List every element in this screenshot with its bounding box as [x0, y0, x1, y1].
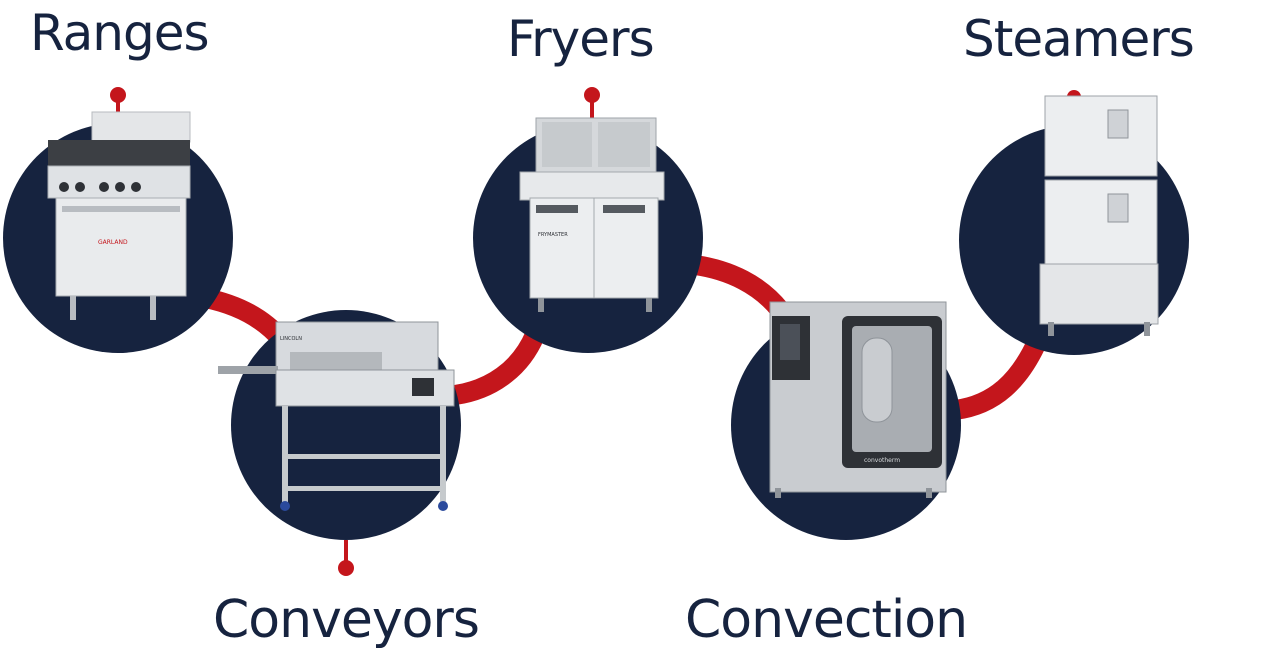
conveyor-image: LINCOLN: [218, 321, 455, 511]
pin-conveyors: [338, 540, 354, 576]
range-image: GARLAND: [47, 111, 191, 320]
label-convection: Convection: [685, 590, 968, 650]
label-conveyors: Conveyors: [213, 590, 480, 650]
connector-conveyors-fryers: [453, 330, 545, 405]
oven-brand-text: convotherm: [864, 457, 900, 464]
label-steamers: Steamers: [963, 10, 1195, 68]
range-brand-text: GARLAND: [98, 239, 128, 246]
label-fryers: Fryers: [507, 10, 655, 68]
connector-convection-steamers: [953, 335, 1048, 420]
steamer-image: [1039, 95, 1159, 336]
pin-fryers: [584, 87, 600, 120]
fryer-image: FRYMASTER: [519, 117, 665, 312]
connector-fryers-convection: [693, 255, 788, 317]
convection-image: convotherm: [769, 301, 947, 498]
conveyor-brand-text: LINCOLN: [280, 336, 302, 342]
fryer-brand-text: FRYMASTER: [538, 232, 568, 238]
connector-ranges-conveyors: [202, 288, 290, 347]
label-ranges: Ranges: [30, 4, 210, 62]
